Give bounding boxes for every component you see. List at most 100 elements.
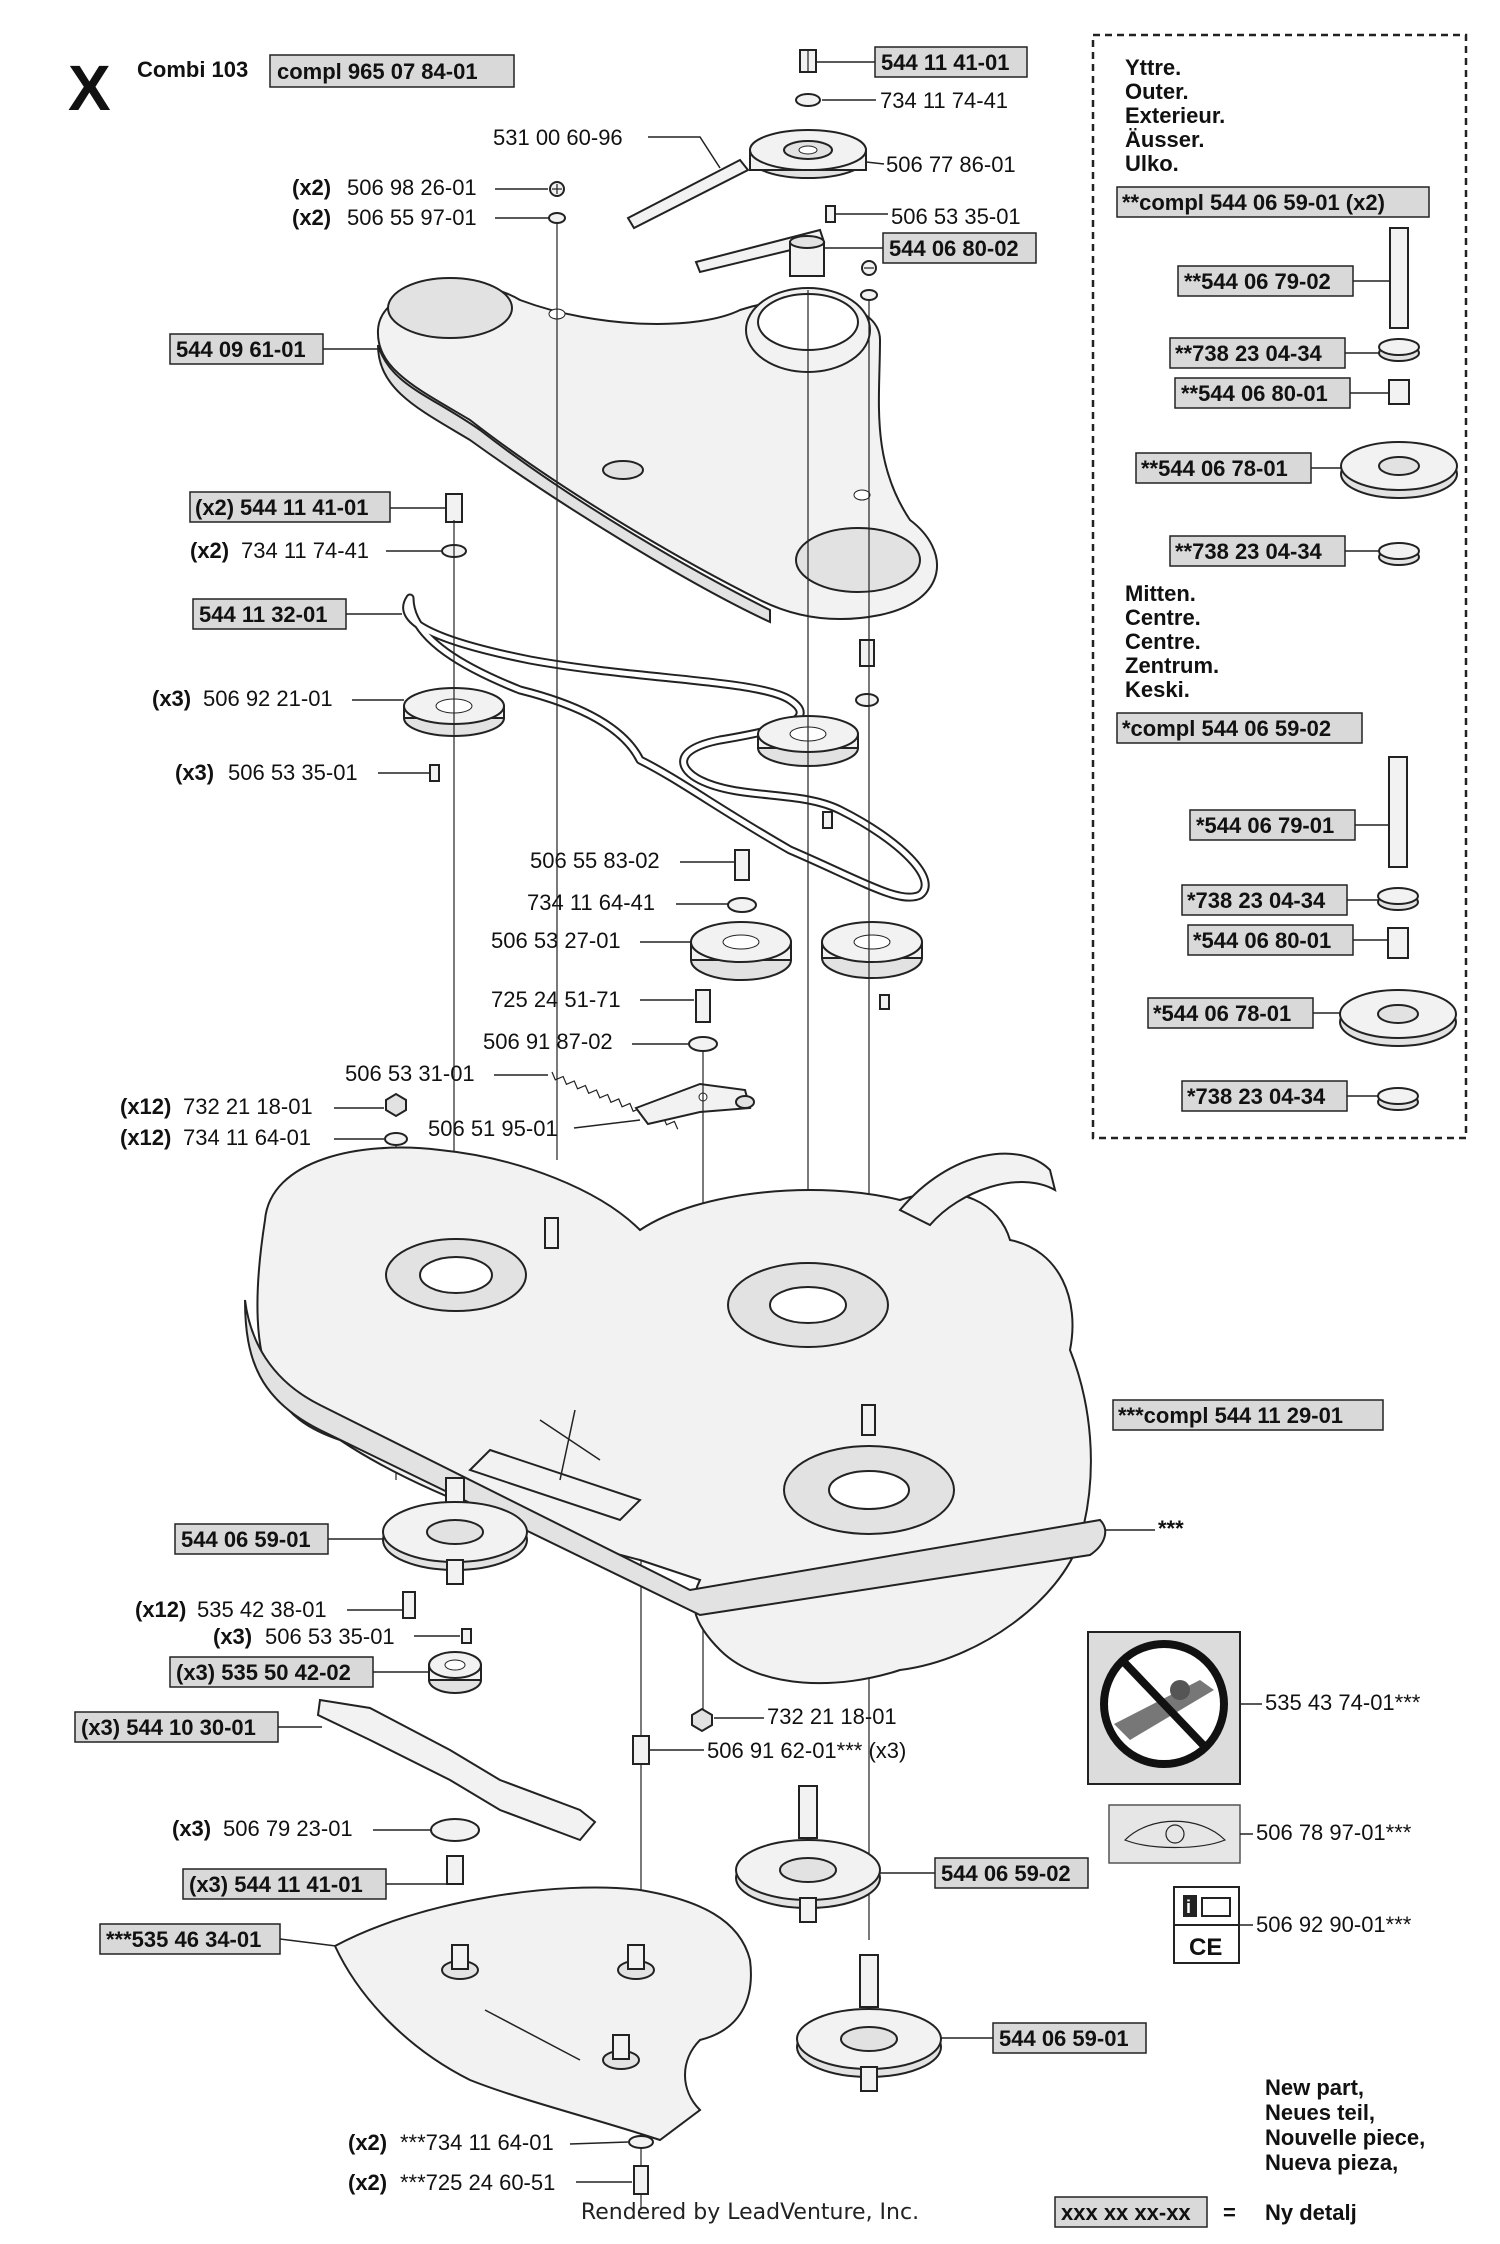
footer-credit: Rendered by LeadVenture, Inc. (580, 2200, 920, 2225)
spindle-inset (1091, 33, 1468, 1140)
svg-text:Neues teil,: Neues teil, (1265, 2100, 1375, 2125)
label-p32: 506 91 62-01*** (x3) (707, 1738, 906, 1763)
warning-decal (1087, 1631, 1241, 1785)
compl-label: compl 965 07 84-01 (277, 59, 478, 84)
inset-outer-heading: Yttre. Outer. Exterieur. Äusser. Ulko. (1125, 55, 1225, 176)
svg-text:Ny detalj: Ny detalj (1265, 2200, 1357, 2225)
label-p16: 734 11 64-41 (527, 890, 655, 915)
label-p20: 506 53 31-01 (345, 1061, 475, 1086)
washer-left (384, 1132, 408, 1146)
label-p24: ***compl 544 11 29-01 (1118, 1403, 1343, 1428)
svg-text:Centre.: Centre. (1125, 629, 1201, 654)
label-box-p25 (174, 1523, 329, 1555)
label-p33: 506 79 23-01 (223, 1816, 353, 1841)
svg-text:Äusser.: Äusser. (1125, 127, 1205, 152)
label-p5-qty: (x2) (292, 175, 331, 200)
blade (316, 1698, 597, 1842)
svg-text:New part,: New part, (1265, 2075, 1364, 2100)
inset-outer-part-2: **544 06 80-01 (1181, 381, 1328, 406)
skid-plate (333, 1886, 752, 2142)
inset-center-heading: Mitten. Centre. Centre. Zentrum. Keski. (1125, 581, 1219, 702)
legend-box (1054, 2196, 1208, 2228)
svg-text:Nouvelle piece,: Nouvelle piece, (1265, 2125, 1425, 2150)
label-p29: (x3) 535 50 42-02 (176, 1660, 351, 1685)
label-p27: 535 42 38-01 (197, 1597, 327, 1622)
label-p8: 544 06 80-02 (889, 236, 1019, 261)
label-p12: 544 11 32-01 (199, 602, 327, 627)
label-box-p37 (992, 2022, 1147, 2054)
washer-tension (727, 897, 757, 913)
legend-box-label: xxx xx xx-xx (1061, 2200, 1191, 2225)
model-name: Combi 103 (137, 57, 248, 82)
svg-text:Ulko.: Ulko. (1125, 151, 1179, 176)
label-p7: 506 53 35-01 (891, 204, 1021, 229)
inset-center-box-4 (1181, 1080, 1348, 1112)
compl-box (269, 54, 515, 88)
label-p31: 732 21 18-01 (767, 1704, 897, 1729)
svg-text:Keski.: Keski. (1125, 677, 1190, 702)
label-p5: 506 98 26-01 (347, 175, 477, 200)
label-p21: 732 21 18-01 (183, 1094, 313, 1119)
skid-bosses (441, 1944, 655, 2070)
inset-center-part-1: *738 23 04-34 (1187, 888, 1326, 913)
label-p28-qty: (x3) (213, 1624, 252, 1649)
screw-small-right (861, 260, 877, 276)
label-p38: ***734 11 64-01 (400, 2130, 554, 2155)
blade-bolt (446, 1855, 464, 1885)
label-p11: 734 11 74-41 (241, 538, 369, 563)
tension-bracket (634, 1082, 752, 1126)
label-p13-qty: (x3) (152, 686, 191, 711)
label-p21-qty: (x12) (120, 1094, 171, 1119)
label-p2: 734 11 74-41 (880, 88, 1008, 113)
spacer-top (789, 235, 825, 277)
belt-cover (376, 277, 939, 624)
label-p22-qty: (x12) (120, 1125, 171, 1150)
label-p39: ***725 24 60-51 (400, 2170, 555, 2195)
bolt-mid-left (445, 493, 463, 523)
inset-center-shaft (1339, 756, 1457, 1111)
label-p38-qty: (x2) (348, 2130, 387, 2155)
blade-adapter (428, 1651, 482, 1694)
mower-deck (244, 1146, 1107, 1685)
bolt-mid-right (855, 639, 879, 707)
inset-outer-box-0 (1177, 265, 1354, 297)
ce-decal: i CE (1173, 1886, 1240, 1964)
washer-bracket (688, 1036, 718, 1052)
label-p23: 506 51 95-01 (428, 1116, 558, 1141)
skid-washer (628, 2135, 654, 2149)
label-p3: 531 00 60-96 (493, 125, 623, 150)
label-box-p35 (182, 1868, 387, 1900)
inset-center-part-0: *544 06 79-01 (1196, 813, 1334, 838)
label-p39-qty: (x2) (348, 2170, 387, 2195)
washer-small-right (860, 289, 878, 301)
label-p28: 506 53 35-01 (265, 1624, 395, 1649)
label-p22: 734 11 64-01 (183, 1125, 311, 1150)
belt-piece-1 (626, 158, 750, 230)
label-p26: *** (1158, 1516, 1184, 1541)
label-box-p10 (189, 491, 391, 523)
legend-equals: = (1223, 2200, 1236, 2225)
spindle-center (735, 1785, 881, 1923)
label-p19: 506 91 87-02 (483, 1029, 613, 1054)
label-p10: 544 11 41-01 (240, 495, 368, 520)
bolt-bracket (695, 989, 711, 1023)
screw-small-left (549, 181, 565, 197)
label-p36: ***535 46 34-01 (106, 1927, 261, 1952)
label-box-p9 (169, 333, 324, 365)
label-p18: 725 24 51-71 (491, 987, 621, 1012)
label-p6: 506 55 97-01 (347, 205, 477, 230)
inset-center-box-3 (1147, 997, 1314, 1029)
label-p9: 544 09 61-01 (176, 337, 306, 362)
label-p37: 544 06 59-01 (999, 2026, 1129, 2051)
inset-center-part-2: *544 06 80-01 (1193, 928, 1331, 953)
inset-center-compl: *compl 544 06 59-02 (1122, 716, 1331, 741)
label-p30: (x3) 544 10 30-01 (81, 1715, 256, 1740)
key-tension (879, 994, 890, 1010)
label-p27-qty: (x12) (135, 1597, 186, 1622)
key-lower (461, 1628, 472, 1644)
bolt-spindle-left (402, 1591, 416, 1619)
section-letter: X (68, 52, 111, 124)
tension-pulley-right (821, 921, 923, 979)
washer-small-left (548, 212, 566, 224)
label-box-p12 (192, 598, 347, 630)
